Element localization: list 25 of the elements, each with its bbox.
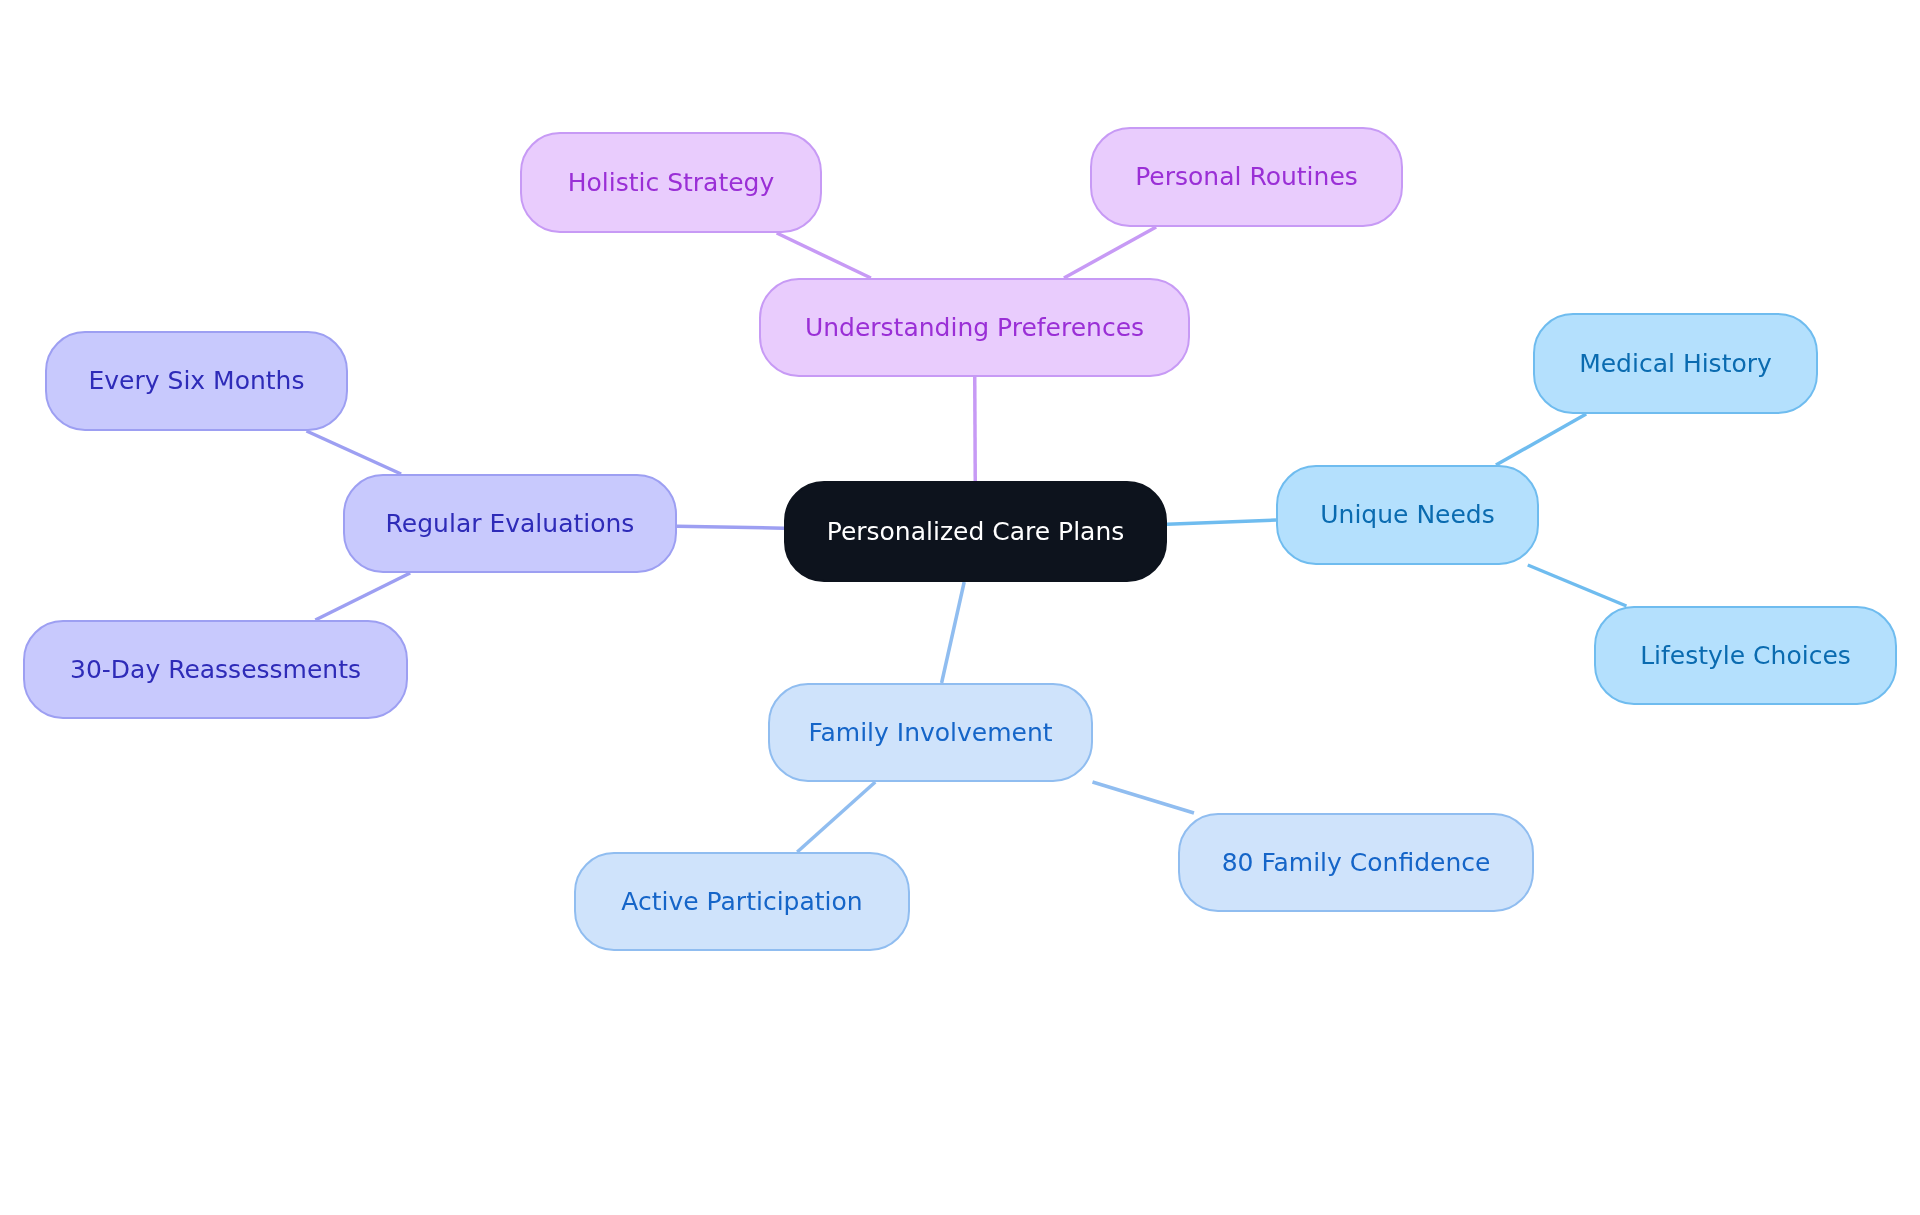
- central-topic-node: Personalized Care Plans: [784, 481, 1167, 582]
- topic-node: Regular Evaluations: [343, 474, 677, 573]
- topic-node: Active Participation: [574, 852, 910, 951]
- connector-line: [1092, 780, 1195, 815]
- connector-line: [676, 524, 785, 530]
- connector-line: [305, 429, 402, 476]
- connector-line: [1166, 518, 1277, 526]
- connector-line: [1495, 412, 1588, 467]
- topic-node: Lifestyle Choices: [1594, 606, 1897, 705]
- topic-node: Family Involvement: [768, 683, 1093, 782]
- connector-line: [1527, 563, 1628, 608]
- topic-node: Medical History: [1533, 313, 1818, 414]
- topic-node: Personal Routines: [1090, 127, 1403, 227]
- topic-node: Understanding Preferences: [759, 278, 1190, 377]
- connector-line: [973, 377, 977, 481]
- topic-node: 80 Family Confidence: [1178, 813, 1534, 912]
- connector-line: [775, 231, 872, 280]
- connector-line: [1063, 225, 1157, 280]
- topic-node: 30-Day Reassessments: [23, 620, 408, 719]
- connector-line: [314, 571, 411, 622]
- connector-line: [796, 780, 877, 854]
- topic-node: Holistic Strategy: [520, 132, 822, 233]
- topic-node: Unique Needs: [1276, 465, 1539, 565]
- connector-line: [939, 581, 966, 684]
- topic-node: Every Six Months: [45, 331, 348, 431]
